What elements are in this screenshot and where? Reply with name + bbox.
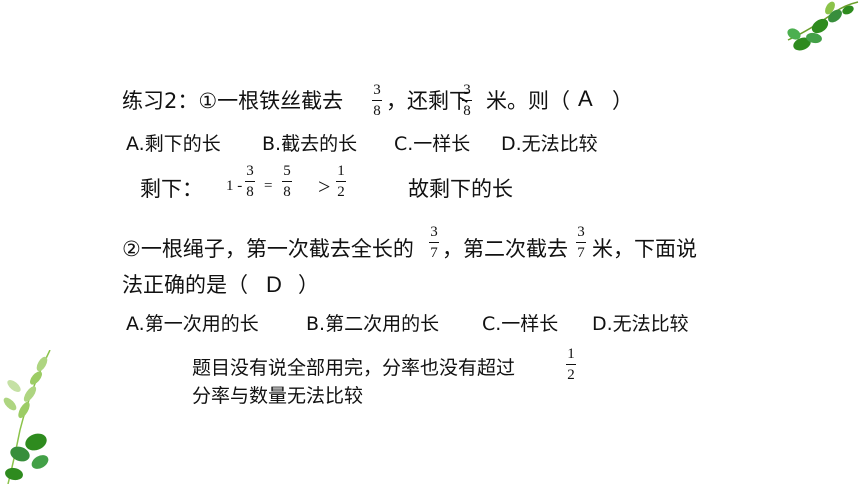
q2-close: ） xyxy=(298,273,319,297)
calc-equals: = xyxy=(264,178,273,194)
calc-fraction-1-numerator: 3 xyxy=(246,163,254,179)
q2-mid: ，第二次截去 xyxy=(442,237,568,261)
fraction-bar xyxy=(245,181,255,182)
leaf-decoration-top-right-icon xyxy=(787,1,859,51)
q1-fraction-left: 3 8 xyxy=(462,82,472,119)
q1-fraction-left-numerator: 3 xyxy=(463,82,471,98)
q1-mid: ，还剩下 xyxy=(386,89,470,113)
q2-option-b: B.第二次用的长 xyxy=(306,313,440,335)
q1-fraction-cut-numerator: 3 xyxy=(373,82,381,98)
note-line-2: 分率与数量无法比较 xyxy=(192,385,364,407)
q1-fraction-left-denominator: 8 xyxy=(463,103,471,119)
q2-fraction-second: 3 7 xyxy=(576,224,586,261)
calc-fraction-2: 5 8 xyxy=(282,163,292,200)
q2-answer: D xyxy=(266,272,282,297)
q1-option-a: A.剩下的长 xyxy=(126,133,221,155)
note-fraction-numerator: 1 xyxy=(567,346,575,362)
q2-fraction-first-denominator: 7 xyxy=(430,245,438,261)
q2-option-a: A.第一次用的长 xyxy=(126,313,259,335)
q2-fraction-second-numerator: 3 xyxy=(577,224,585,240)
note-fraction: 1 2 xyxy=(566,346,576,383)
calc-fraction-3-numerator: 1 xyxy=(337,163,345,179)
calc-fraction-1-denominator: 8 xyxy=(246,184,254,200)
calc-fraction-3: 1 2 xyxy=(336,163,346,200)
q2-fraction-second-denominator: 7 xyxy=(577,245,585,261)
q2-fraction-first: 3 7 xyxy=(429,224,439,261)
q1-option-c: C.一样长 xyxy=(394,133,471,155)
fraction-bar xyxy=(282,181,292,182)
q2-line2: 法正确的是（ xyxy=(122,273,248,297)
note-line-1: 题目没有说全部用完，分率也没有超过 xyxy=(192,357,516,379)
q1-suffix: 米。则（ xyxy=(486,89,570,113)
q1-close: ） xyxy=(612,89,633,113)
q1-answer: A xyxy=(578,86,593,111)
calc-fraction-2-denominator: 8 xyxy=(283,184,291,200)
q1-prefix: 练习2：①一根铁丝截去 xyxy=(122,89,344,113)
leaf-decoration-bottom-left-icon xyxy=(3,350,51,484)
note-fraction-denominator: 2 xyxy=(567,367,575,383)
calc-label: 剩下： xyxy=(140,177,203,201)
q1-option-d: D.无法比较 xyxy=(501,133,598,155)
q1-fraction-cut: 3 8 xyxy=(372,82,382,119)
q2-option-c: C.一样长 xyxy=(482,313,559,335)
fraction-bar xyxy=(462,100,472,101)
calc-greater-than: > xyxy=(318,174,331,199)
fraction-bar xyxy=(336,181,346,182)
q1-stem: 练习2：①一根铁丝截去 xyxy=(122,88,343,114)
fraction-bar xyxy=(429,242,439,243)
q2-suffix: 米，下面说 xyxy=(592,237,697,261)
q2-option-d: D.无法比较 xyxy=(592,313,689,335)
fraction-bar xyxy=(372,100,382,101)
calc-one-minus: 1 - xyxy=(226,178,243,194)
q1-fraction-cut-denominator: 8 xyxy=(373,103,381,119)
fraction-bar xyxy=(566,364,576,365)
calc-fraction-1: 3 8 xyxy=(245,163,255,200)
q2-fraction-first-numerator: 3 xyxy=(430,224,438,240)
q1-option-b: B.截去的长 xyxy=(262,133,358,155)
calc-fraction-3-denominator: 2 xyxy=(337,184,345,200)
fraction-bar xyxy=(576,242,586,243)
calc-fraction-2-numerator: 5 xyxy=(283,163,291,179)
q2-prefix: ②一根绳子，第一次截去全长的 xyxy=(122,237,414,261)
calc-conclusion: 故剩下的长 xyxy=(408,177,513,201)
